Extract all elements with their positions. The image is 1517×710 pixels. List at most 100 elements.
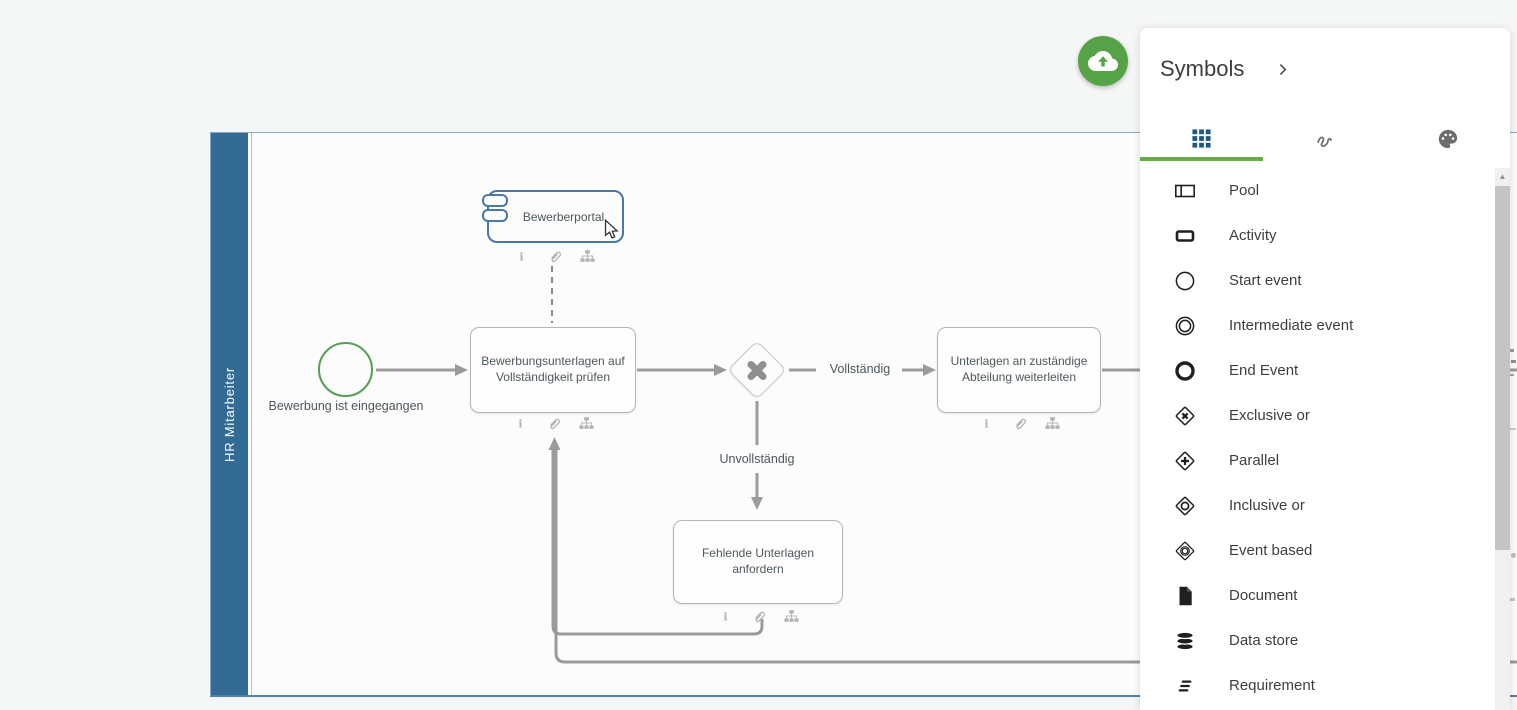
freehand-draw-icon bbox=[1314, 128, 1336, 150]
node-action-icons: i bbox=[717, 608, 799, 624]
symbol-list-scrollbar: ▲ bbox=[1495, 168, 1510, 710]
org-chart-icon[interactable] bbox=[579, 248, 595, 264]
activity-forward-documents[interactable]: Unterlagen an zuständige Abteilung weite… bbox=[937, 327, 1101, 413]
occluded-diagram-fragment bbox=[1510, 428, 1516, 430]
arrowhead bbox=[548, 437, 561, 450]
edge-label-vollstaendig: Vollständig bbox=[829, 362, 891, 376]
symbol-item-label: End Event bbox=[1229, 362, 1299, 379]
document-icon bbox=[1173, 584, 1197, 608]
symbol-item-exclusive-or[interactable]: Exclusive or bbox=[1140, 393, 1495, 438]
symbol-item-event-based[interactable]: Event based bbox=[1140, 528, 1495, 573]
chevron-right-icon bbox=[1274, 61, 1291, 78]
activity-check-documents[interactable]: Bewerbungsunterlagen auf Vollständigkeit… bbox=[470, 327, 636, 413]
parallel-icon bbox=[1173, 449, 1197, 473]
info-icon[interactable]: i bbox=[717, 608, 733, 624]
activity-icon bbox=[1173, 224, 1197, 248]
arrowhead bbox=[455, 364, 468, 376]
occluded-diagram-fragment bbox=[1511, 553, 1516, 558]
panel-tab-freehand-draw[interactable] bbox=[1263, 120, 1386, 161]
attachment-icon[interactable] bbox=[546, 248, 562, 264]
occluded-diagram-fragment bbox=[1510, 349, 1514, 352]
symbol-item-label: Start event bbox=[1229, 272, 1302, 289]
panel-collapse-button[interactable] bbox=[1274, 61, 1291, 78]
symbol-item-label: Intermediate event bbox=[1229, 317, 1354, 334]
activity-label: Unterlagen an zuständige Abteilung weite… bbox=[950, 354, 1088, 384]
pool-icon bbox=[1173, 179, 1197, 203]
end-event-icon bbox=[1173, 359, 1197, 383]
data-store-icon bbox=[1173, 629, 1197, 653]
cloud-upload-icon bbox=[1088, 46, 1118, 76]
occluded-diagram-fragment bbox=[1511, 360, 1516, 363]
info-icon[interactable]: i bbox=[512, 415, 528, 431]
occluded-diagram-fragment bbox=[1510, 598, 1515, 601]
symbol-item-intermediate-event[interactable]: Intermediate event bbox=[1140, 303, 1495, 348]
symbol-item-label: Exclusive or bbox=[1229, 407, 1310, 424]
symbol-item-end-event[interactable]: End Event bbox=[1140, 348, 1495, 393]
info-icon[interactable]: i bbox=[978, 415, 994, 431]
attachment-icon[interactable] bbox=[750, 608, 766, 624]
symbol-item-label: Pool bbox=[1229, 182, 1260, 199]
symbol-item-start-event[interactable]: Start event bbox=[1140, 258, 1495, 303]
symbol-item-label: Parallel bbox=[1229, 452, 1280, 469]
symbol-item-inclusive-or[interactable]: Inclusive or bbox=[1140, 483, 1495, 528]
data-object-label: Bewerberportal bbox=[522, 209, 605, 224]
start-event-icon bbox=[1173, 269, 1197, 293]
arrowhead bbox=[751, 497, 763, 510]
node-action-icons: i bbox=[512, 415, 594, 431]
symbol-item-label: Requirement bbox=[1229, 677, 1315, 694]
symbol-item-label: Document bbox=[1229, 587, 1298, 604]
node-action-icons: i bbox=[978, 415, 1060, 431]
attachment-icon[interactable] bbox=[545, 415, 561, 431]
svg-text:i: i bbox=[519, 250, 523, 262]
requirement-icon bbox=[1173, 674, 1197, 698]
shapes-grid-icon bbox=[1191, 128, 1212, 149]
org-chart-icon[interactable] bbox=[783, 608, 799, 624]
start-event-label: Bewerbung ist eingegangen bbox=[268, 399, 424, 413]
data-object-pill-icon bbox=[482, 209, 508, 222]
symbol-item-parallel[interactable]: Parallel bbox=[1140, 438, 1495, 483]
panel-tab-color-palette[interactable] bbox=[1387, 120, 1510, 161]
edge-offscreen-loopback[interactable] bbox=[554, 449, 1517, 664]
data-object-bewerberportal[interactable]: Bewerberportal bbox=[482, 190, 624, 243]
symbol-item-label: Activity bbox=[1229, 227, 1277, 244]
scrollbar-thumb[interactable] bbox=[1495, 186, 1510, 550]
color-palette-icon bbox=[1437, 128, 1459, 150]
intermediate-event-icon bbox=[1173, 314, 1197, 338]
pool-header[interactable]: HR Mitarbeiter bbox=[211, 133, 248, 695]
symbol-item-document[interactable]: Document bbox=[1140, 573, 1495, 618]
symbol-item-pool[interactable]: Pool bbox=[1140, 168, 1495, 213]
inclusive-or-icon bbox=[1173, 494, 1197, 518]
symbol-item-label: Inclusive or bbox=[1229, 497, 1305, 514]
panel-tab-shapes-grid[interactable] bbox=[1140, 120, 1264, 161]
panel-header: Symbols bbox=[1160, 54, 1291, 84]
edge-request-loopback[interactable] bbox=[551, 449, 764, 636]
start-event[interactable] bbox=[318, 342, 373, 397]
activity-label: Fehlende Unterlagen anfordern bbox=[701, 546, 815, 576]
symbol-item-label: Event based bbox=[1229, 542, 1313, 559]
symbol-item-data-store[interactable]: Data store bbox=[1140, 618, 1495, 663]
panel-title: Symbols bbox=[1160, 56, 1245, 81]
arrowhead bbox=[923, 364, 936, 376]
mouse-cursor bbox=[603, 218, 621, 246]
edge-label-unvollstaendig: Unvollständig bbox=[719, 452, 795, 466]
pool-header-separator bbox=[251, 133, 252, 695]
symbols-panel: Symbols Pool Activity Start event Interm… bbox=[1140, 28, 1510, 710]
upload-button[interactable] bbox=[1078, 36, 1128, 86]
info-icon[interactable]: i bbox=[513, 248, 529, 264]
activity-label: Bewerbungsunterlagen auf Vollständigkeit… bbox=[481, 354, 625, 384]
org-chart-icon[interactable] bbox=[1044, 415, 1060, 431]
attachment-icon[interactable] bbox=[1011, 415, 1027, 431]
svg-text:i: i bbox=[518, 417, 522, 429]
arrowhead bbox=[714, 364, 727, 376]
org-chart-icon[interactable] bbox=[578, 415, 594, 431]
activity-request-missing[interactable]: Fehlende Unterlagen anfordern bbox=[673, 520, 843, 604]
exclusive-or-icon bbox=[1173, 404, 1197, 428]
symbol-list: Pool Activity Start event Intermediate e… bbox=[1140, 168, 1495, 710]
node-action-icons: i bbox=[513, 248, 595, 264]
symbol-item-requirement[interactable]: Requirement bbox=[1140, 663, 1495, 708]
scroll-up-icon[interactable]: ▲ bbox=[1498, 171, 1507, 181]
data-object-pill-icon bbox=[482, 194, 508, 207]
symbol-item-label: Data store bbox=[1229, 632, 1299, 649]
svg-text:i: i bbox=[984, 417, 988, 429]
symbol-item-activity[interactable]: Activity bbox=[1140, 213, 1495, 258]
